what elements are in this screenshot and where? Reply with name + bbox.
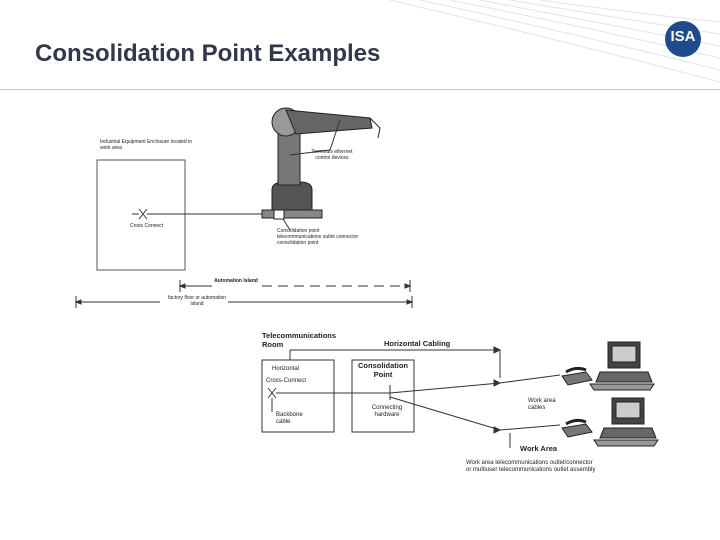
workstation-icon bbox=[589, 341, 655, 391]
consolidation-note-label: Consolidation point telecommunications o… bbox=[277, 228, 359, 246]
phone-icon bbox=[561, 418, 593, 438]
automation-island-label: Automation Island bbox=[214, 278, 258, 284]
robot-base-icon bbox=[271, 181, 313, 213]
cross-connect-label: Cross Connect bbox=[130, 223, 164, 229]
connecting-hardware-label: Connecting hardware bbox=[371, 405, 403, 418]
horizontal-label: Horizontal bbox=[272, 366, 300, 372]
phone-icon bbox=[561, 366, 593, 386]
title-divider bbox=[0, 89, 720, 90]
work-area-label: Work Area bbox=[520, 444, 558, 453]
slide-title: Consolidation Point Examples bbox=[35, 40, 381, 67]
work-area-cables-label: Work area cables bbox=[528, 398, 556, 411]
telecom-room-label: Telecommunications Room bbox=[262, 331, 337, 349]
horizontal-cabling-label: Horizontal Cabling bbox=[384, 339, 451, 348]
consolidation-point-box bbox=[351, 359, 415, 433]
telecom-room-box bbox=[261, 359, 335, 433]
bottom-diagram bbox=[261, 346, 561, 448]
consolidation-point-label: Consolidation Point bbox=[358, 361, 408, 379]
workstation-icon bbox=[593, 397, 659, 447]
isa-logo-icon bbox=[665, 21, 701, 57]
cross-connect-bottom-label: Cross-Connect bbox=[266, 378, 307, 384]
control-devices-label: Terminals ethernet control devices bbox=[311, 149, 353, 161]
work-area-outlet-label: Work area telecommunications outlet/conn… bbox=[466, 460, 596, 473]
backbone-cable-label: Backbone cable bbox=[276, 412, 303, 425]
isa-logo-text: ISA bbox=[670, 28, 696, 45]
header-swoosh bbox=[389, 0, 720, 83]
top-diagram bbox=[74, 107, 414, 308]
enclosure-label: Industrial Equipment Enclosure located i… bbox=[100, 139, 192, 151]
enclosure-box bbox=[96, 159, 186, 271]
factory-floor-label: factory floor or automation island bbox=[167, 295, 227, 307]
